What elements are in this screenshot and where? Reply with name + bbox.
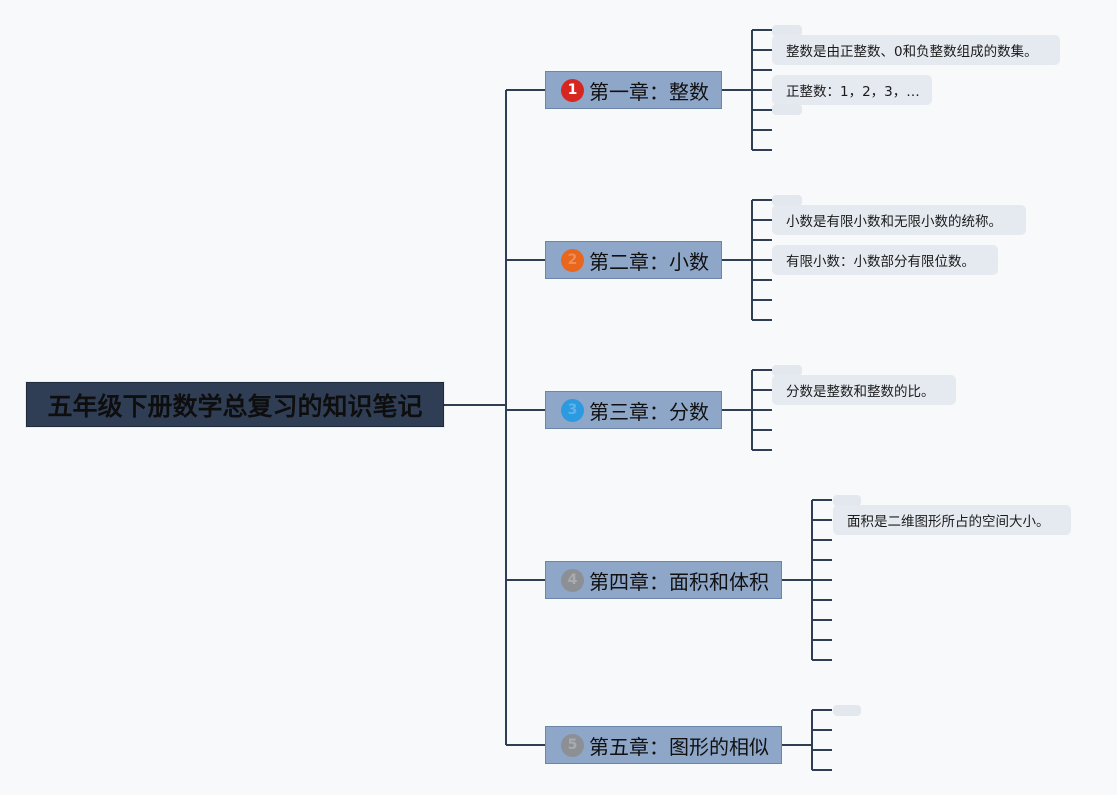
chapter-2-empty-subtopic[interactable] — [772, 195, 802, 206]
chapter-3-badge: 3 — [561, 398, 584, 422]
chapter-3-note-1[interactable]: 分数是整数和整数的比。 — [772, 375, 956, 405]
chapter-4-note-1[interactable]: 面积是二维图形所占的空间大小。 — [833, 505, 1071, 535]
chapter-5-badge: 5 — [561, 733, 584, 757]
chapter-4-note-1-text: 面积是二维图形所占的空间大小。 — [847, 514, 1050, 530]
chapter-1-note-1[interactable]: 整数是由正整数、0和负整数组成的数集。 — [772, 35, 1060, 65]
chapter-3-empty-subtopic[interactable] — [772, 365, 802, 376]
chapter-1-empty-subtopic[interactable] — [772, 104, 802, 115]
chapter-2-note-1-text: 小数是有限小数和无限小数的统称。 — [786, 214, 1002, 230]
root-topic-label: 五年级下册数学总复习的知识笔记 — [47, 391, 423, 421]
chapter-3-note-1-text: 分数是整数和整数的比。 — [786, 384, 935, 400]
chapter-4-badge: 4 — [561, 568, 584, 592]
chapter-5-topic[interactable]: 5 第五章：图形的相似 — [545, 726, 782, 764]
chapter-4-topic[interactable]: 4 第四章：面积和体积 — [545, 561, 782, 599]
chapter-1-label: 第一章：整数 — [589, 79, 709, 104]
chapter-5-empty-subtopic[interactable] — [833, 705, 861, 716]
chapter-2-note-1[interactable]: 小数是有限小数和无限小数的统称。 — [772, 205, 1026, 235]
chapter-1-note-1-text: 整数是由正整数、0和负整数组成的数集。 — [786, 44, 1038, 60]
root-topic[interactable]: 五年级下册数学总复习的知识笔记 — [26, 382, 444, 427]
chapter-2-note-2[interactable]: 有限小数：小数部分有限位数。 — [772, 245, 998, 275]
chapter-4-empty-subtopic[interactable] — [833, 495, 861, 506]
chapter-1-note-2[interactable]: 正整数：1，2，3，… — [772, 75, 932, 105]
chapter-1-note-2-text: 正整数：1，2，3，… — [786, 84, 920, 100]
chapter-2-badge: 2 — [561, 248, 584, 272]
chapter-1-topic[interactable]: 1 第一章：整数 — [545, 71, 722, 109]
chapter-1-badge: 1 — [561, 78, 584, 102]
chapter-2-label: 第二章：小数 — [589, 249, 709, 274]
chapter-5-label: 第五章：图形的相似 — [589, 734, 769, 759]
chapter-4-label: 第四章：面积和体积 — [589, 569, 769, 594]
chapter-3-topic[interactable]: 3 第三章：分数 — [545, 391, 722, 429]
chapter-2-topic[interactable]: 2 第二章：小数 — [545, 241, 722, 279]
chapter-3-label: 第三章：分数 — [589, 399, 709, 424]
chapter-1-empty-subtopic[interactable] — [772, 25, 802, 36]
chapter-2-note-2-text: 有限小数：小数部分有限位数。 — [786, 254, 975, 270]
